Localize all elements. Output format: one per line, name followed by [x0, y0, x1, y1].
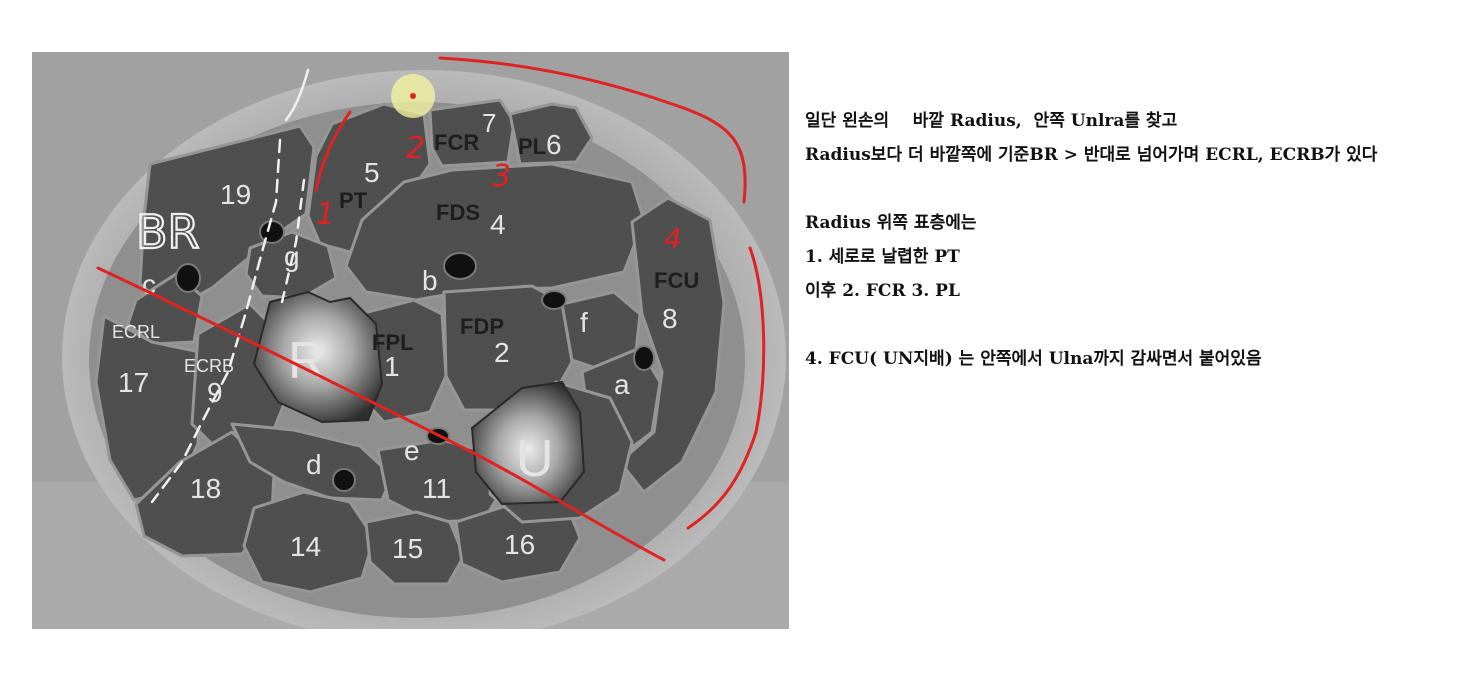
label-4: 4	[490, 209, 506, 240]
white-dashed-line	[150, 138, 282, 504]
muscle-6-pl	[508, 102, 594, 166]
note-spacer-2	[805, 308, 1465, 342]
red-curve-pt	[314, 110, 352, 192]
label-6: 6	[546, 129, 562, 160]
muscle-14	[242, 490, 376, 594]
label-19: 19	[220, 179, 251, 210]
note-line-3: Radius 위쪽 표층에는	[805, 213, 977, 233]
label-b: b	[422, 265, 438, 296]
muscle-4-fds	[344, 162, 646, 302]
note-spacer	[805, 172, 1465, 206]
vessel-fdp	[541, 290, 567, 310]
muscle-8-fcu	[618, 196, 726, 494]
forearm-cross-section-svg: 5 PT 19 g c ECRL 17 ECRB 9 18 FCR 7 PL 6…	[32, 52, 789, 629]
white-dashed-line-2	[280, 178, 306, 304]
label-fcr: FCR	[434, 130, 479, 155]
label-e: e	[404, 435, 420, 466]
label-11: 11	[422, 473, 451, 504]
annotation-br: BR	[136, 205, 200, 259]
annotation-4: 4	[664, 222, 682, 255]
vessel-c	[175, 263, 201, 293]
annotation-2: 2	[406, 131, 425, 166]
white-curve-top	[284, 68, 310, 122]
vessel-b	[443, 252, 477, 280]
label-8: 8	[662, 303, 678, 334]
red-annotations: 1 2 3 4	[96, 56, 766, 562]
label-7: 7	[482, 108, 496, 138]
label-2: 2	[494, 337, 510, 368]
note-line-6: 4. FCU( UN지배) 는 안쪽에서 Ulna까지 감싸면서 붙어있음	[805, 349, 1262, 369]
muscle-labels: 5 PT 19 g c ECRL 17 ECRB 9 18 FCR 7 PL 6…	[112, 108, 699, 564]
label-ecrl: ECRL	[112, 322, 160, 342]
forearm-cross-section-figure: 5 PT 19 g c ECRL 17 ECRB 9 18 FCR 7 PL 6…	[32, 52, 789, 629]
label-5: 5	[364, 157, 380, 188]
label-f: f	[580, 307, 588, 338]
vessels	[175, 220, 655, 492]
label-fds: FDS	[436, 200, 480, 225]
label-radius: R	[288, 332, 326, 390]
label-1: 1	[384, 351, 400, 382]
vessel-a	[633, 345, 655, 371]
label-16: 16	[504, 529, 535, 560]
vessel-d	[332, 468, 356, 492]
label-15: 15	[392, 533, 423, 564]
muscle-15	[364, 510, 466, 586]
red-line-diagonal	[96, 266, 666, 562]
annotation-1: 1	[316, 197, 335, 232]
label-a: a	[614, 369, 630, 400]
label-fdp: FDP	[460, 314, 504, 339]
bone-ulna	[470, 380, 586, 506]
label-18: 18	[190, 473, 221, 504]
white-annotations: BR	[135, 68, 310, 504]
note-line-5: 이후 2. FCR 3. PL	[805, 281, 960, 301]
vessel-upper	[259, 220, 285, 244]
note-line-4: 1. 세로로 날렵한 PT	[805, 247, 960, 267]
red-outline-right	[438, 56, 747, 204]
label-pl: PL	[518, 134, 546, 159]
label-pt: PT	[339, 188, 368, 213]
note-line-1: 일단 왼손의 바깥 Radius, 안쪽 Unlra를 찾고	[805, 111, 1178, 131]
label-ecrb: ECRB	[184, 356, 234, 376]
note-line-2: Radius보다 더 바깥쪽에 기준BR > 반대로 넘어가며 ECRL, EC…	[805, 145, 1378, 165]
study-notes: 일단 왼손의 바깥 Radius, 안쪽 Unlra를 찾고 Radius보다 …	[805, 104, 1465, 376]
label-9: 9	[207, 377, 223, 408]
label-14: 14	[290, 531, 321, 562]
label-17: 17	[118, 367, 149, 398]
red-outline-fcu	[686, 246, 766, 530]
label-fpl: FPL	[372, 330, 414, 355]
muscle-7-fcr	[428, 98, 516, 168]
annotation-3: 3	[492, 159, 511, 194]
cursor-dot	[410, 93, 416, 99]
label-d: d	[306, 449, 322, 480]
label-fcu: FCU	[654, 268, 699, 293]
